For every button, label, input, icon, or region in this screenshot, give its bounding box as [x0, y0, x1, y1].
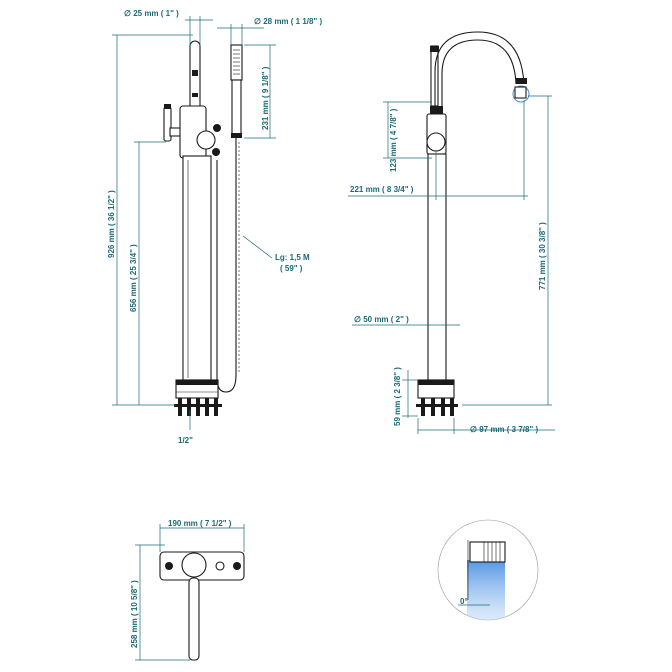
- hand-shower-length-label: 231 mm ( 9 1/8" ): [261, 66, 270, 130]
- base-diameter-label: ∅ 97 mm ( 3 7/8" ): [470, 425, 538, 434]
- top-view: 190 mm ( 7 1/2" ) 258 mm ( 10 5/8" ): [130, 519, 245, 661]
- body-height-label: 656 mm ( 25 3/4" ): [129, 244, 138, 312]
- spout-diameter-label: ∅ 25 mm ( 1" ): [124, 9, 179, 18]
- spout-gooseneck: [434, 31, 525, 108]
- plate-depth-label: 258 mm ( 10 5/8" ): [130, 580, 139, 648]
- inlet-pipes: [174, 398, 222, 416]
- hose-length-inch-label: ( 59" ): [280, 264, 303, 273]
- side-view: 123 mm ( 4 7/8" ) 221 mm ( 8 3/4" ) 771 …: [348, 31, 555, 434]
- column: [182, 155, 212, 381]
- inlet-size-label: 1/2": [178, 436, 193, 445]
- plate-width-label: 190 mm ( 7 1/2" ): [168, 519, 232, 528]
- column-diameter-label: ∅ 50 mm ( 2" ): [354, 315, 409, 324]
- angle-label: 0°: [460, 597, 468, 606]
- base-height-label: 59 mm ( 2 3/8" ): [393, 367, 402, 426]
- total-height-label: 926 mm ( 36 1/2" ): [107, 190, 116, 258]
- front-view: ∅ 25 mm ( 1" ) ∅ 28 mm ( 1 1/8" ) 231 mm…: [107, 9, 322, 445]
- spout-height-label: 771 mm ( 30 3/8" ): [538, 222, 547, 290]
- hose: [216, 138, 237, 393]
- hose-length-label: Lg: 1,5 M: [275, 253, 310, 262]
- top-lever: [188, 577, 200, 661]
- side-column: [427, 153, 447, 381]
- aerator-detail: 0°: [437, 519, 539, 621]
- reach-label: 221 mm ( 8 3/4" ): [350, 185, 414, 194]
- hand-shower-handle: [231, 79, 242, 136]
- hand-shower-diameter-label: ∅ 28 mm ( 1 1/8" ): [254, 17, 322, 26]
- lever-height-label: 123 mm ( 4 7/8" ): [389, 108, 398, 172]
